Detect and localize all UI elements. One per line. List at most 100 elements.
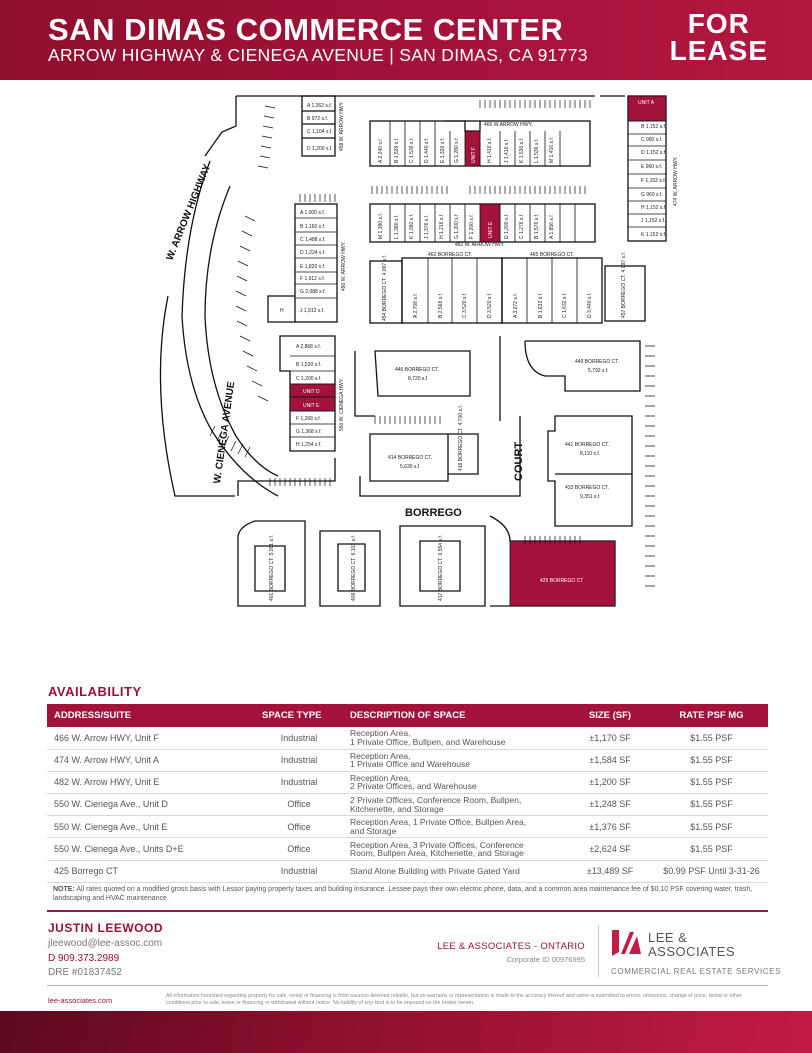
suite-label: H 1,152 s.f. bbox=[641, 205, 667, 211]
building-458 bbox=[301, 95, 336, 157]
suite-label: M 1,416 s.f. bbox=[549, 137, 555, 163]
suite-label: E 1,336 s.f. bbox=[440, 138, 446, 163]
cell-rate: $1.55 PSF bbox=[655, 749, 768, 772]
cell-description: Reception Area,2 Private Offices, and Wa… bbox=[343, 771, 565, 795]
suite-label: D 1,200 s.f. bbox=[504, 213, 510, 239]
building-417 bbox=[399, 525, 486, 607]
label-462: 462 BORREGO CT. bbox=[428, 252, 472, 258]
cell-size: ±1,170 SF bbox=[565, 727, 655, 750]
label-unit-e-550: UNIT E bbox=[303, 403, 320, 409]
table-row: 466 W. Arrow HWY, Unit F Industrial Rece… bbox=[47, 727, 768, 750]
label-unit-d: UNIT D bbox=[303, 389, 320, 395]
cell-rate: $1.55 PSF bbox=[655, 771, 768, 795]
label-414: 414 BORREGO CT. bbox=[388, 455, 432, 461]
suite-label: F 1,200 s.f. bbox=[469, 214, 475, 239]
suite-label: D 1,152 s.f. bbox=[641, 150, 667, 156]
suite-label: H 1,216 s.f. bbox=[439, 213, 445, 239]
suite-label: A 2,708 s.f. bbox=[413, 293, 419, 318]
suite-label: G 2,088 s.f. bbox=[300, 289, 326, 295]
label-449: 449 BORREGO CT. bbox=[575, 359, 619, 365]
suite-label: G 960 s.f. bbox=[641, 192, 663, 198]
cell-address: 466 W. Arrow HWY, Unit F bbox=[47, 727, 255, 750]
cell-description: Stand Alone Building with Private Gated … bbox=[343, 860, 565, 883]
boundary-line bbox=[204, 96, 237, 157]
suite-label: C 1,488 s.f. bbox=[300, 237, 326, 243]
label-441-sf: 8,110 s.f. bbox=[580, 451, 600, 457]
suite-label: B 2,568 s.f. bbox=[438, 293, 444, 318]
suite-label: J 1,152 s.f. bbox=[641, 218, 665, 224]
suite-label: F 1,152 s.f. bbox=[641, 178, 666, 184]
col-description: DESCRIPTION OF SPACE bbox=[343, 704, 565, 727]
suite-label: L 1,536 s.f. bbox=[534, 138, 540, 163]
cell-address: 550 W. Cienega Ave., Unit E bbox=[47, 815, 255, 839]
col-size: SIZE (SF) bbox=[565, 704, 655, 727]
note-label: NOTE: bbox=[53, 886, 75, 893]
label-454: 454 BORREGO CT. 4,097 s.f. bbox=[382, 255, 388, 321]
street-arrow-highway: W. ARROW HIGHWAY bbox=[165, 163, 214, 263]
for-label: FOR bbox=[687, 8, 750, 39]
street-borrego: BORREGO bbox=[405, 507, 462, 519]
agent-phone[interactable]: D 909.373.2989 bbox=[48, 953, 120, 964]
cell-description: Reception Area,1 Private Office, Bullpen… bbox=[343, 727, 565, 750]
lease-label: LEASE bbox=[669, 35, 768, 66]
for-lease-badge: FOR LEASE bbox=[669, 8, 768, 66]
cell-address: 550 W. Cienega Ave., Unit D bbox=[47, 793, 255, 817]
table-row: 550 W. Cienega Ave., Unit E Office Recep… bbox=[47, 815, 768, 839]
website-link[interactable]: lee-associates.com bbox=[48, 996, 113, 1005]
footer-divider bbox=[47, 985, 768, 986]
table-row: 474 W. Arrow HWY, Unit A Industrial Rece… bbox=[47, 749, 768, 772]
cell-type: Industrial bbox=[255, 727, 343, 750]
cell-type: Industrial bbox=[255, 749, 343, 772]
site-plan-drawing: W. ARROW HIGHWAY W. CIENEGA AVENUE COURT… bbox=[159, 95, 679, 607]
label-unit-a: UNIT A bbox=[638, 100, 655, 106]
table-header-row: ADDRESS/SUITE SPACE TYPE DESCRIPTION OF … bbox=[47, 704, 768, 727]
suite-label: K 1,380 s.f. bbox=[409, 214, 415, 239]
suite-label: F 1,912 s.f. bbox=[300, 276, 325, 282]
highlight-482-unit-e bbox=[479, 203, 501, 243]
cell-description: Reception Area, 1 Private Office, Bullpe… bbox=[343, 815, 565, 839]
office-name: LEE & ASSOCIATES - ONTARIO bbox=[437, 941, 585, 952]
suite-label: F 1,268 s.f. bbox=[296, 416, 321, 422]
label-unit-e: UNIT E bbox=[488, 221, 494, 238]
suite-label: M 1,380 s.f. bbox=[378, 213, 384, 239]
suite-label: H 1,254 s.f. bbox=[296, 442, 322, 448]
suite-label: C 960 s.f. bbox=[641, 137, 662, 143]
suite-label: D 1,200 s.f. bbox=[307, 146, 333, 152]
highlight-550-unit-e bbox=[289, 396, 336, 412]
rates-note: NOTE: All rates quoted on a modified gro… bbox=[53, 885, 765, 903]
col-address: ADDRESS/SUITE bbox=[47, 704, 255, 727]
logo-wordmark: LEE & ASSOCIATES bbox=[648, 930, 736, 959]
cell-size: ±1,584 SF bbox=[565, 749, 655, 772]
highlight-425-borrego bbox=[509, 540, 616, 607]
suite-label: G 1,280 s.f. bbox=[454, 137, 460, 163]
label-458: 458 W. ARROW HWY. bbox=[339, 101, 345, 151]
suite-label: A 1,262 s.f. bbox=[307, 103, 332, 109]
suite-label: E 960 s.f. bbox=[641, 164, 662, 170]
agent-email-link[interactable]: jleewood@lee-assoc.com bbox=[48, 938, 163, 949]
label-457: 457 BORREGO CT. 4,097 s.f. bbox=[621, 252, 627, 318]
building-446 bbox=[374, 350, 471, 397]
cell-address: 482 W. Arrow HWY, Unit E bbox=[47, 771, 255, 795]
suite-label: C 1,632 s.f. bbox=[562, 292, 568, 318]
building-409 bbox=[319, 530, 381, 607]
cell-rate: $1.55 PSF bbox=[655, 837, 768, 861]
suite-label: C 1,200 s.f. bbox=[296, 376, 322, 382]
cell-size: ±13,489 SF bbox=[565, 860, 655, 883]
suite-label: C 1,276 s.f. bbox=[519, 213, 525, 239]
label-441: 441 BORREGO CT. bbox=[565, 442, 609, 448]
availability-heading: AVAILABILITY bbox=[48, 684, 142, 699]
suite-label: A 2,868 s.f. bbox=[296, 344, 321, 350]
suite-label: D 3,440 s.f. bbox=[587, 292, 593, 318]
header-banner: SAN DIMAS COMMERCE CENTER ARROW HIGHWAY … bbox=[0, 0, 812, 80]
cell-size: ±2,624 SF bbox=[565, 837, 655, 861]
label-465: 465 BORREGO CT. bbox=[530, 252, 574, 258]
label-417: 417 BORREGO CT. 6,554 s.f. bbox=[438, 535, 444, 601]
highlight-474-unit-a bbox=[627, 95, 667, 122]
building-441-433 bbox=[547, 415, 633, 527]
building-401 bbox=[237, 520, 306, 607]
suite-label: K 1,152 s.f. bbox=[641, 232, 666, 238]
property-title: SAN DIMAS COMMERCE CENTER bbox=[48, 12, 564, 47]
suite-label: G 1,368 s.f. bbox=[296, 429, 322, 435]
label-unit-f: UNIT F bbox=[471, 147, 477, 163]
cell-description: Reception Area, 3 Private Offices, Confe… bbox=[343, 837, 565, 861]
